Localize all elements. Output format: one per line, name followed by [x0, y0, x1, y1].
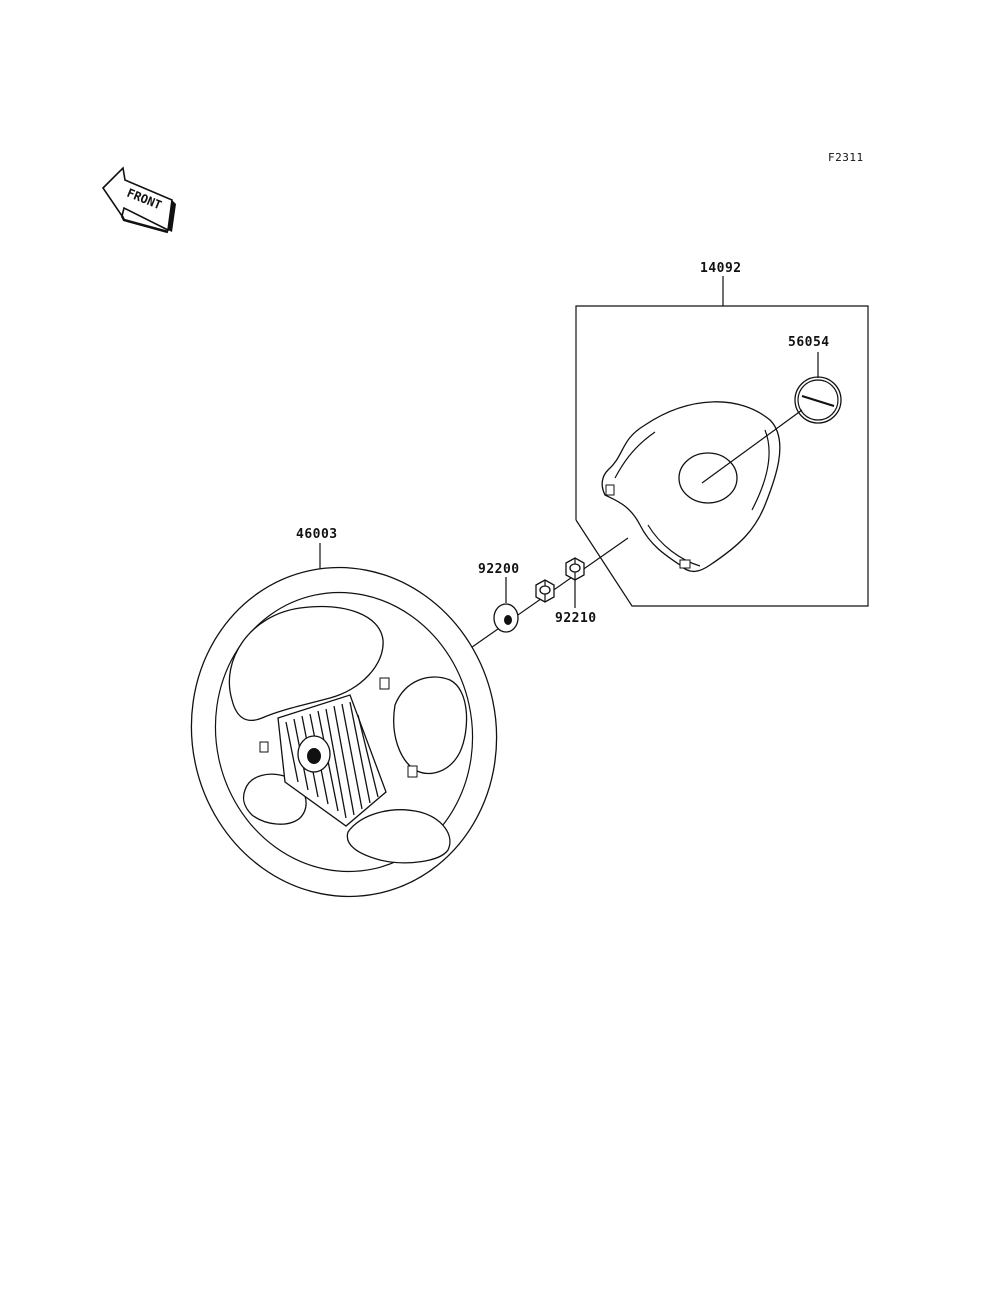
front-arrow-icon: FRONT [101, 166, 176, 234]
steering-wheel [190, 566, 498, 898]
part-label-46003: 46003 [296, 527, 338, 542]
nut-92210 [565, 557, 585, 581]
horn-pad-cover [601, 401, 781, 573]
part-label-14092: 14092 [700, 261, 742, 276]
part-label-92200: 92200 [478, 562, 520, 577]
emblem-mark [794, 376, 842, 424]
nut-92210-lower [535, 579, 555, 603]
part-label-56054: 56054 [788, 335, 830, 350]
washer-92200 [493, 603, 519, 633]
figure-code: F2311 [828, 151, 864, 164]
group-bracket-14092 [575, 276, 869, 607]
part-label-92210: 92210 [555, 611, 597, 626]
